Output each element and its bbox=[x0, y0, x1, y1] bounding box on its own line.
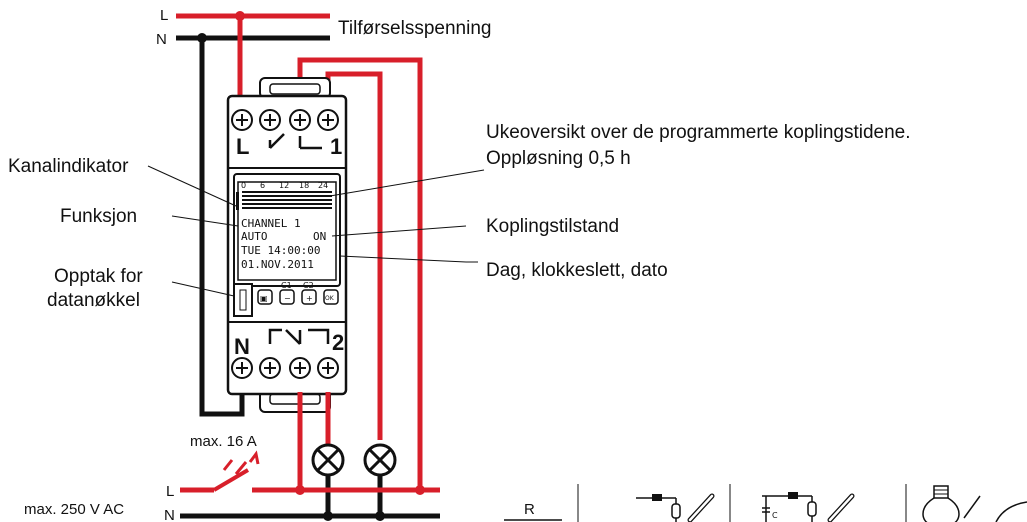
callout-day-time-date: Dag, klokkeslett, dato bbox=[486, 260, 668, 281]
wire-label-n-bottom: N bbox=[164, 507, 175, 522]
c2-label: C2 bbox=[303, 281, 314, 290]
neutral-junction-bottom bbox=[323, 511, 333, 521]
lcd-line-time: TUE 14:00:00 bbox=[241, 244, 320, 257]
compensated-fluorescent-icon: C bbox=[762, 492, 855, 522]
wire-label-l: L bbox=[160, 7, 168, 24]
timescale-0: 0 bbox=[241, 181, 246, 190]
wire-label-l-bottom: L bbox=[166, 483, 174, 500]
capacitor-label: C bbox=[772, 511, 778, 520]
terminal-label-1: 1 bbox=[330, 134, 342, 159]
menu-button-icon: ▣ bbox=[260, 294, 268, 303]
c1-label: C1 bbox=[281, 281, 292, 290]
timescale-24: 24 bbox=[318, 181, 328, 190]
callout-key-slot-2: datanøkkel bbox=[47, 290, 140, 311]
lcd-line-channel: CHANNEL 1 bbox=[241, 217, 301, 230]
live-junction-bottom bbox=[295, 485, 305, 495]
terminal-label-l: L bbox=[236, 134, 249, 159]
neutral-wire-device bbox=[199, 38, 245, 417]
callout-key-slot-1: Opptak for bbox=[54, 266, 143, 287]
plus-icon: + bbox=[306, 294, 313, 303]
ok-label: OK bbox=[325, 295, 335, 302]
callout-switch-state: Koplingstilstand bbox=[486, 216, 619, 237]
lamp-cross bbox=[367, 447, 393, 473]
breaker-symbol bbox=[222, 450, 260, 475]
max-current-label: max. 16 A bbox=[190, 433, 257, 450]
plus-button[interactable] bbox=[301, 289, 317, 305]
terminal-label-n: N bbox=[234, 334, 250, 359]
live-junction-bottom bbox=[415, 485, 425, 495]
breaker-switch bbox=[212, 468, 250, 492]
callout-channel-indicator: Kanalindikator bbox=[8, 156, 129, 177]
resistive-load-label: R bbox=[524, 501, 535, 518]
week-overview-bars bbox=[236, 191, 332, 210]
minus-icon: − bbox=[284, 294, 291, 303]
timescale-12: 12 bbox=[279, 181, 289, 190]
load-types: R C bbox=[504, 484, 1027, 522]
callout-week-overview-2: Oppløsning 0,5 h bbox=[486, 148, 631, 169]
callout-leaders bbox=[147, 165, 485, 297]
relay-contact-symbol bbox=[268, 133, 322, 150]
lcd-screen bbox=[237, 181, 337, 281]
screw-slots-bottom bbox=[236, 362, 334, 374]
lamp-2 bbox=[363, 443, 397, 516]
menu-button[interactable] bbox=[257, 289, 273, 305]
bottom-terminals: N 2 bbox=[231, 328, 344, 379]
terminal-label-2: 2 bbox=[332, 330, 344, 355]
bottom-latch-inner bbox=[269, 393, 321, 405]
fluorescent-lamp-icon bbox=[636, 493, 715, 522]
lcd-line-state: ON bbox=[313, 230, 326, 243]
top-latch-inner bbox=[269, 83, 321, 95]
datakey-slot[interactable] bbox=[233, 283, 253, 317]
lcd-line-mode: AUTO bbox=[241, 230, 268, 243]
max-voltage-label: max. 250 V AC bbox=[24, 501, 124, 518]
bottom-supply: max. 16 A L N max. 250 V AC bbox=[24, 433, 440, 522]
supply-wires: L N Tilførselsspenning bbox=[156, 7, 491, 48]
datakey-slot-inner bbox=[239, 289, 247, 311]
minus-button[interactable] bbox=[279, 289, 295, 305]
wire-label-n: N bbox=[156, 31, 167, 48]
screw-slots bbox=[236, 114, 334, 126]
ok-button[interactable] bbox=[323, 289, 339, 305]
channel-indicator-mark bbox=[236, 192, 239, 210]
lcd-line-date: 01.NOV.2011 bbox=[241, 258, 314, 271]
timescale-6: 6 bbox=[260, 181, 265, 190]
supply-label: Tilførselsspenning bbox=[338, 18, 491, 39]
incandescent-bulb-icon bbox=[922, 485, 1027, 522]
neutral-junction-bottom bbox=[375, 511, 385, 521]
relay-contact-symbol-2 bbox=[268, 328, 330, 345]
top-terminals: L 1 bbox=[231, 109, 342, 159]
lamp-cross bbox=[315, 447, 341, 473]
timer-device: L 1 0 6 12 18 24 CHANNEL 1 AUTO ON TUE 1… bbox=[226, 77, 348, 413]
callout-week-overview-1: Ukeoversikt over de programmerte kopling… bbox=[486, 122, 911, 143]
lamp-1 bbox=[311, 440, 345, 516]
callout-function: Funksjon bbox=[60, 206, 137, 227]
timescale-18: 18 bbox=[299, 181, 309, 190]
